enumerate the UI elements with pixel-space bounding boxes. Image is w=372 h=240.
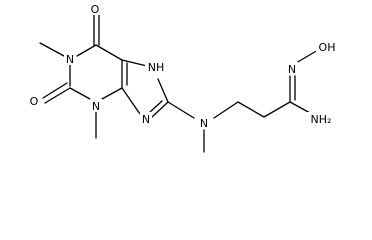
- bond-n3-c4: [101, 87, 123, 100]
- bond-ch2-ch2: [237, 101, 265, 118]
- atom-n7h: NH: [148, 61, 165, 74]
- atom-n1: N: [66, 53, 74, 66]
- bond-noxime-oh: [295, 49, 319, 64]
- bond-c2-o-outer: [44, 87, 71, 104]
- bond-camid-nh2: [289, 101, 311, 114]
- bond-layer: [39, 14, 319, 153]
- bond-c2-n3: [69, 87, 91, 100]
- bond-namine-ch2: [213, 101, 239, 119]
- bond-c8-namine: [167, 101, 195, 119]
- atom-n3: N: [92, 100, 100, 113]
- bond-c5-n7: [121, 59, 148, 67]
- bond-c8-n9: [151, 101, 169, 118]
- atom-n9: N: [142, 113, 150, 126]
- bond-ch2-camid: [263, 101, 291, 118]
- bond-n9-c4: [121, 87, 141, 115]
- bond-c6-n1: [76, 44, 97, 57]
- bond-c8-n9-inner: [149, 100, 163, 113]
- atom-o-top: O: [91, 3, 100, 16]
- atom-label-layer: O N O N NH N N N OH NH₂: [28, 2, 338, 130]
- atom-oh: OH: [319, 41, 336, 54]
- bond-n1-methyl: [39, 42, 65, 57]
- atom-o-left: O: [30, 95, 39, 108]
- bond-c6-c5: [95, 44, 123, 61]
- molecule-diagram: O N O N NH N N N OH NH₂: [28, 2, 338, 153]
- bond-n7-c8: [157, 78, 169, 103]
- atom-n-amine: N: [200, 117, 208, 130]
- atom-nh2: NH₂: [311, 113, 332, 126]
- bond-c2-o-inner: [42, 82, 68, 99]
- atom-n-oxime: N: [288, 63, 296, 76]
